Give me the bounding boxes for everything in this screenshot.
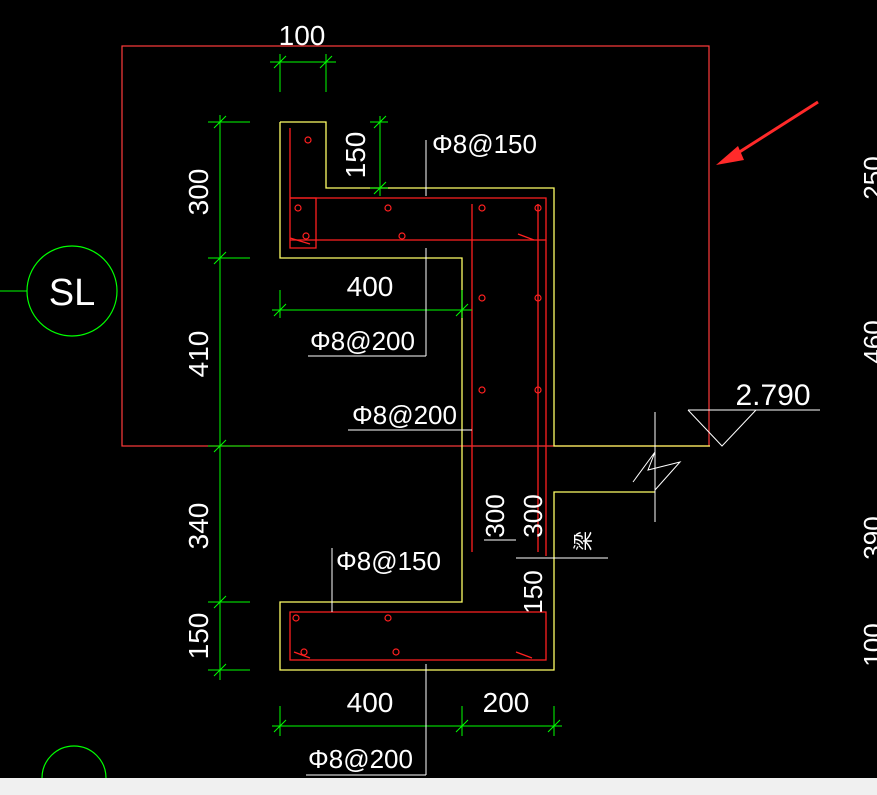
dim-stem-left: 300: [480, 494, 510, 537]
edge-label-4: 100: [858, 623, 877, 666]
status-strip: [0, 778, 877, 795]
elevation-marker: [687, 409, 820, 447]
cad-canvas[interactable]: SL: [0, 0, 877, 778]
rebar-label-bottom: Φ8@200: [308, 744, 413, 774]
edge-label-1: 250: [858, 156, 877, 199]
dim-notch-height: 150: [340, 132, 371, 179]
rebar-label-mid-1: Φ8@200: [310, 326, 415, 356]
edge-label-2: 460: [858, 320, 877, 363]
rebar-dots: [292, 136, 542, 656]
dim-mid-width: 400: [347, 271, 394, 302]
dim-top-left-height: 300: [183, 169, 214, 216]
rebar-label-lower: Φ8@150: [336, 546, 441, 576]
dim-step-height: 150: [518, 570, 548, 613]
beam-label: 梁: [572, 531, 595, 551]
dim-bottom-height: 150: [183, 613, 214, 660]
dim-middle-height: 410: [183, 331, 214, 378]
section-tag-label: SL: [49, 272, 95, 314]
dim-bottom-width-right: 200: [483, 687, 530, 718]
selection-frame: [121, 45, 710, 447]
dim-stem-right: 300: [518, 494, 548, 537]
elevation-value: 2.790: [735, 379, 810, 412]
dim-bottom-width-left: 400: [347, 687, 394, 718]
edge-label-3: 390: [858, 516, 877, 559]
rebar-lines: [289, 128, 547, 661]
dim-top-width: 100: [279, 20, 326, 51]
rebar-label-mid-2: Φ8@200: [352, 400, 457, 430]
drawing-svg: SL: [0, 20, 877, 778]
dimension-lines: [208, 54, 562, 736]
leader-lines: [306, 140, 682, 776]
section-tag[interactable]: SL: [0, 245, 118, 337]
dim-lower-height: 340: [183, 503, 214, 550]
concrete-outline: [279, 121, 710, 671]
lower-tag-circle: [41, 745, 107, 778]
rebar-label-top: Φ8@150: [432, 129, 537, 159]
annotation-arrow-icon: [716, 100, 819, 165]
